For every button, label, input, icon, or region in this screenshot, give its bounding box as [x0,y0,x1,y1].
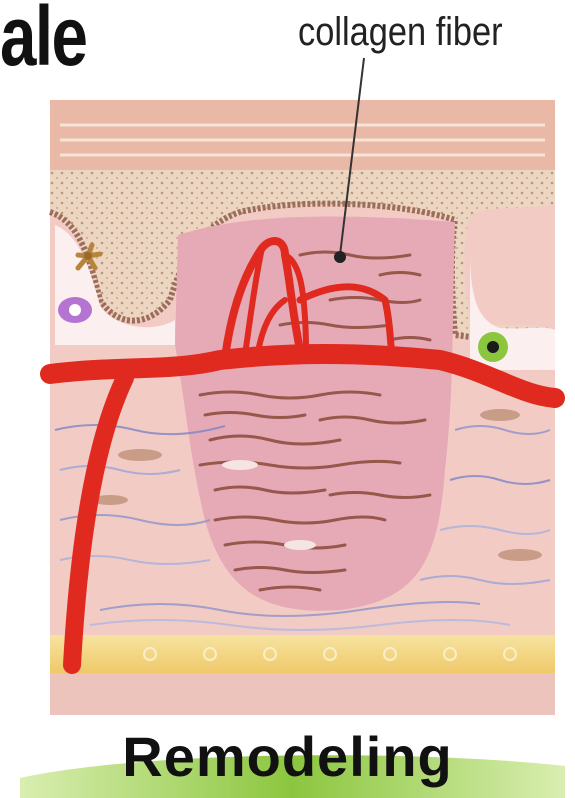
deep-layer [50,673,555,715]
stage-caption: Remodeling [0,724,575,789]
mast-cell [478,332,508,362]
callout-dot [334,251,346,263]
stratum-corneum [50,100,555,170]
subcutaneous-fat [50,635,555,673]
macrophage-cell [58,297,92,323]
